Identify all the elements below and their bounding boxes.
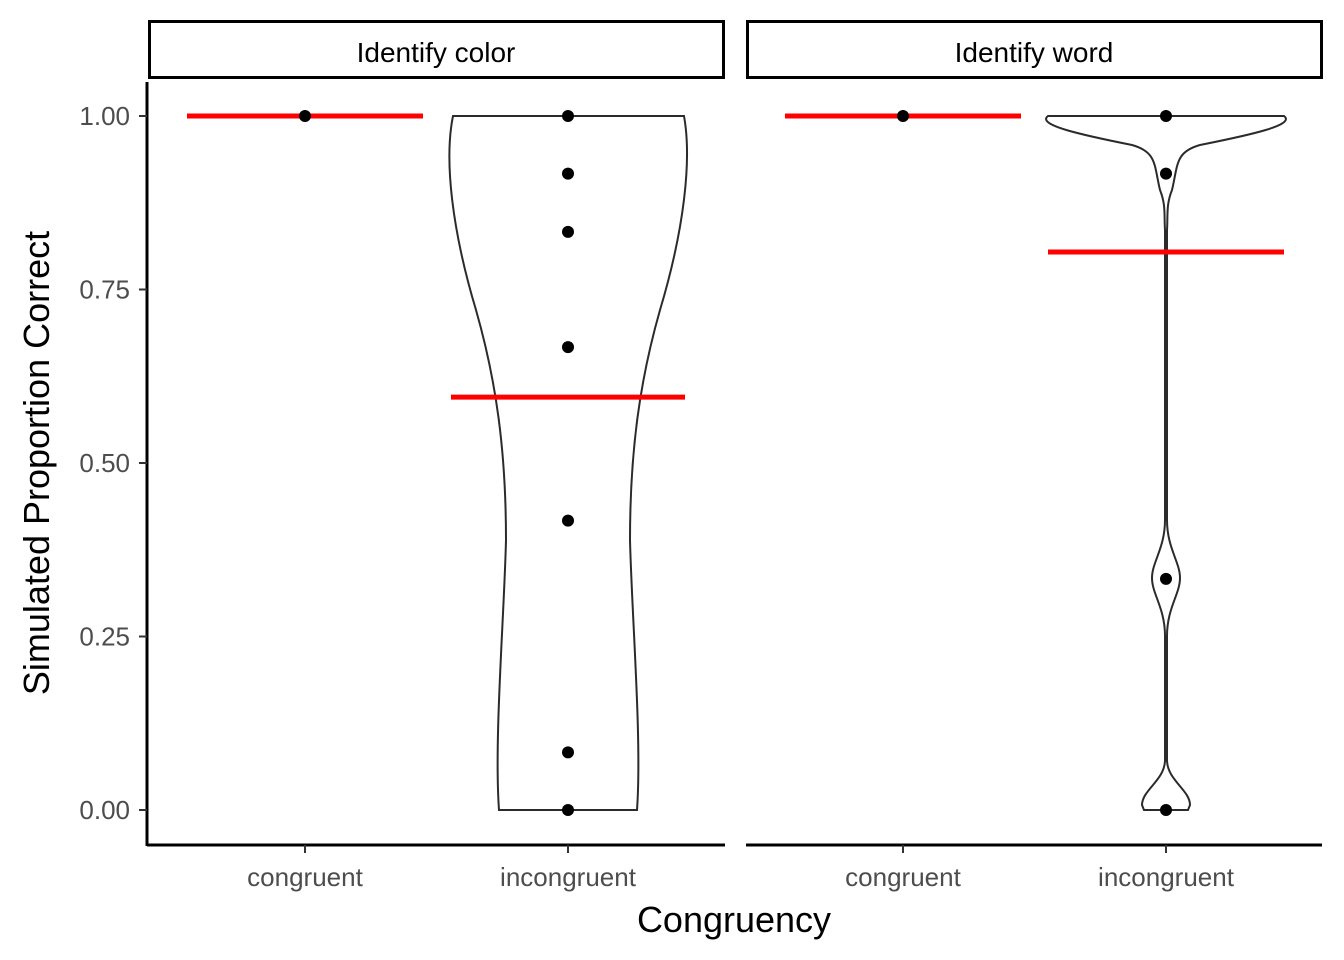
facet-strip-color: Identify color [148,20,725,79]
data-point [562,746,574,759]
x-tick-label: incongruent [1098,862,1235,892]
data-point [562,804,574,816]
y-tick-label: 0.50 [79,448,130,478]
y-tick-label: 0.25 [79,622,130,652]
data-point [562,110,574,122]
data-point [562,514,574,527]
data-point [562,167,574,180]
data-point [1160,167,1172,180]
data-point [562,225,574,238]
facet-strip-box [746,20,1323,79]
data-point [562,341,574,354]
data-point [1160,804,1172,816]
data-point [299,110,311,122]
data-point [1160,110,1172,122]
violin-color-incongruent [448,115,688,811]
data-point [897,110,909,122]
x-tick-label: congruent [247,862,363,892]
facet-strip-word: Identify word [746,20,1323,79]
x-axis-title: Congruency [637,899,831,940]
y-tick-label: 1.00 [79,101,130,131]
x-tick-label: congruent [845,862,961,892]
x-tick-label: incongruent [500,862,637,892]
y-axis-title: Simulated Proportion Correct [16,231,57,695]
facet-label: Identify color [357,37,516,68]
facet-strip-box [148,20,725,79]
data-point [1160,572,1172,585]
y-tick-label: 0.00 [79,795,130,825]
facet-label: Identify word [955,37,1114,68]
x-axis-ticks: congruent incongruent congruent incongruent [247,845,1235,892]
y-tick-label: 0.75 [79,275,130,305]
violin-word-incongruent [1045,115,1287,811]
y-axis-ticks: 0.00 0.25 0.50 0.75 1.00 [79,101,147,825]
chart-marks [187,110,1284,816]
